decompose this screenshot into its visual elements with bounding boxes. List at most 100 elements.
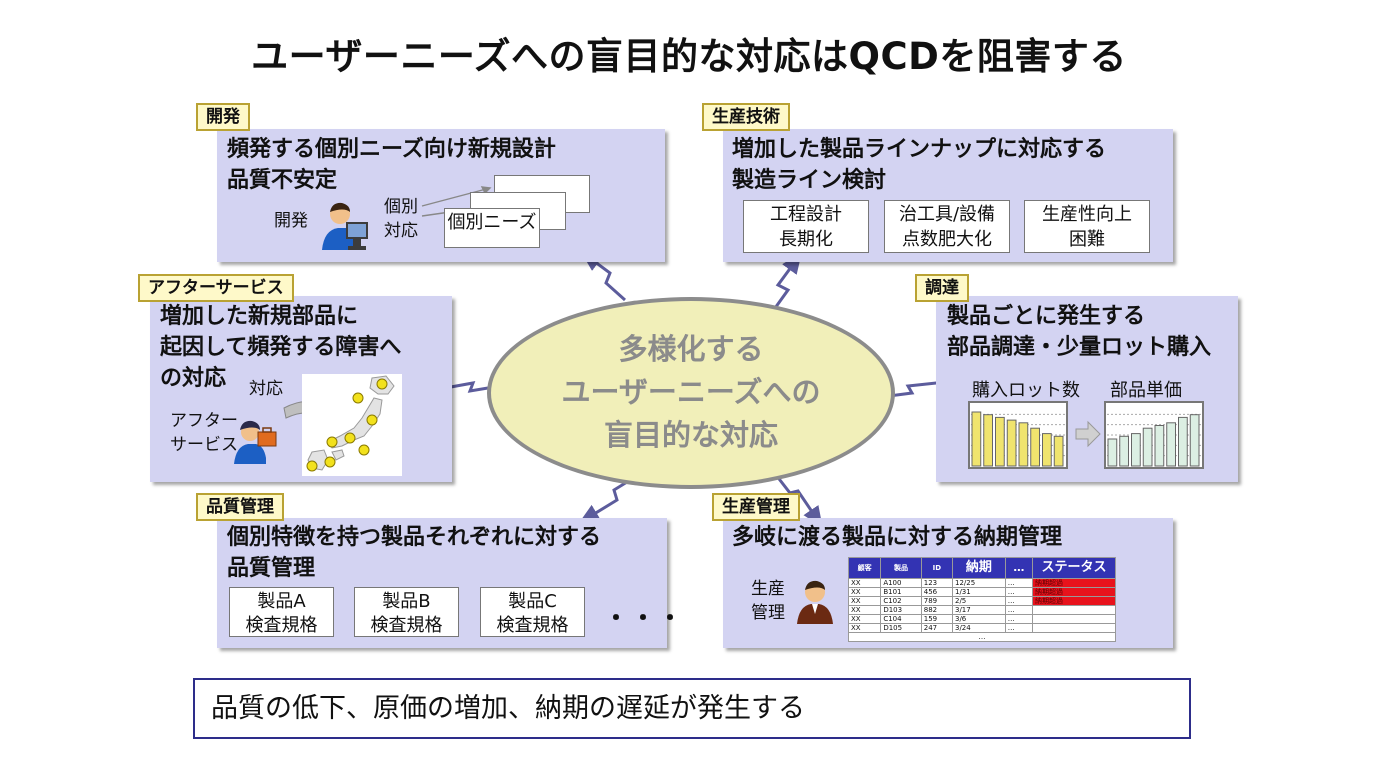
procure-chart-right-label: 部品単価 [1110, 380, 1182, 401]
table-cell: 納期超過 [1032, 578, 1116, 588]
procure-tag: 調達 [915, 274, 969, 302]
dev-doc-label: 個別ニーズ [447, 212, 537, 233]
summary-box: 品質の低下、原価の増加、納期の遅延が発生する [193, 678, 1191, 739]
center-line3: 盲目的な対応 [603, 418, 778, 452]
chart-bar [995, 416, 1005, 467]
arrow-to-dev [580, 251, 627, 302]
after-heading-line1: 増加した新規部品に [160, 304, 359, 329]
table-cell: 納期超過 [1032, 596, 1116, 606]
table-footer-row: … [848, 632, 1116, 642]
table-cell: D103 [880, 605, 922, 615]
table-cell: … [1004, 623, 1034, 633]
qc-tag: 品質管理 [196, 493, 284, 521]
chart-bar [1166, 422, 1176, 467]
table-cell [1032, 605, 1116, 615]
chart-bar [983, 414, 993, 467]
prodmgmt-heading: 多岐に渡る製品に対する納期管理 [732, 525, 1063, 550]
after-action-label: 対応 [249, 379, 283, 399]
table-cell: XX [847, 578, 882, 588]
chart-bar [1154, 425, 1165, 467]
procure-heading-line2: 部品調達・少量ロット購入 [947, 335, 1212, 360]
prodtech-tag: 生産技術 [702, 103, 790, 131]
chart-bar [1107, 438, 1118, 467]
summary-text: 品質の低下、原価の増加、納期の遅延が発生する [211, 693, 805, 724]
after-actor-line1: アフター [170, 411, 238, 431]
chart-bar [1178, 416, 1188, 467]
dev-action-line1: 個別 [384, 197, 418, 217]
procure-heading-line1: 製品ごとに発生する [947, 304, 1146, 329]
qc-doc-c: 製品C 検査規格 [480, 587, 585, 637]
table-cell [1032, 623, 1116, 633]
dev-panel [217, 129, 665, 262]
developer-icon [322, 202, 368, 250]
prodtech-box-1: 工程設計 長期化 [743, 200, 869, 253]
table-cell: 123 [920, 578, 953, 588]
table-footer-cell: … [848, 632, 1116, 642]
table-cell: … [1004, 587, 1034, 597]
chart-bar [1042, 433, 1052, 467]
dev-heading-line2: 品質不安定 [227, 168, 338, 193]
table-cell: 2/5 [951, 596, 1006, 606]
chart-bar [1142, 427, 1153, 467]
prodtech-box-2: 治工具/設備 点数肥大化 [884, 200, 1010, 253]
table-cell: … [1004, 614, 1034, 624]
table-cell: … [1004, 578, 1034, 588]
prodmgmt-actor-line1: 生産 [751, 579, 785, 599]
dev-tag: 開発 [196, 103, 250, 131]
qc-doc-b: 製品B 検査規格 [354, 587, 459, 637]
table-cell: XX [847, 623, 882, 633]
center-text: 多様化する ユーザーニーズへの 盲目的な対応 [487, 328, 895, 457]
table-cell: 1/31 [951, 587, 1006, 597]
chart-bar [1119, 435, 1129, 467]
after-heading-line3: の対応 [160, 366, 227, 391]
dev-arrows [421, 186, 492, 217]
procure-chart-left-label: 購入ロット数 [972, 380, 1080, 401]
table-cell: A100 [880, 578, 922, 588]
right-arrow-icon [1075, 420, 1101, 448]
col-status: ステータス [1032, 557, 1116, 579]
table-cell: 882 [920, 605, 953, 615]
table-cell: 159 [920, 614, 953, 624]
qc-heading-line2: 品質管理 [227, 556, 316, 581]
col-customer: 顧客 [847, 557, 882, 579]
prodtech-box-3: 生産性向上 困難 [1024, 200, 1150, 253]
after-tag: アフターサービス [138, 274, 294, 302]
manager-icon [797, 580, 833, 624]
chart-bar [1053, 435, 1064, 467]
table-cell: XX [847, 596, 882, 606]
japan-map-icon [302, 374, 402, 476]
dev-doc: 個別ニーズ [444, 208, 540, 248]
page-title: ユーザーニーズへの盲目的な対応はQCDを阻害する [251, 35, 1127, 78]
qc-doc-a: 製品A 検査規格 [229, 587, 334, 637]
center-ellipse [487, 297, 895, 489]
dev-heading-line1: 頻発する個別ニーズ向け新規設計 [227, 137, 556, 162]
chart-bar [971, 411, 982, 467]
table-cell [1032, 614, 1116, 624]
chart-bar [1030, 427, 1040, 467]
table-cell: 12/25 [951, 578, 1006, 588]
after-actor-line2: サービス [170, 435, 238, 455]
table-cell: B101 [880, 587, 922, 597]
table-cell: 納期超過 [1032, 587, 1116, 597]
table-cell: 3/17 [951, 605, 1006, 615]
after-heading-line2: 起因して頻発する障害へ [160, 335, 402, 360]
table-cell: XX [847, 605, 882, 615]
unit-price-chart [1104, 401, 1204, 469]
prodtech-heading-line1: 増加した製品ラインナップに対応する [732, 137, 1107, 162]
dev-actor-label: 開発 [274, 211, 308, 231]
table-cell: XX [847, 587, 882, 597]
table-cell: … [1004, 596, 1034, 606]
chart-bar [1018, 422, 1029, 467]
table-cell: XX [847, 614, 882, 624]
center-line2: ユーザーニーズへの [561, 375, 821, 409]
dev-action-line2: 対応 [384, 221, 418, 241]
table-cell: 3/24 [951, 623, 1006, 633]
qc-heading-line1: 個別特徴を持つ製品それぞれに対する [227, 525, 602, 550]
chart-bar [1189, 414, 1200, 467]
